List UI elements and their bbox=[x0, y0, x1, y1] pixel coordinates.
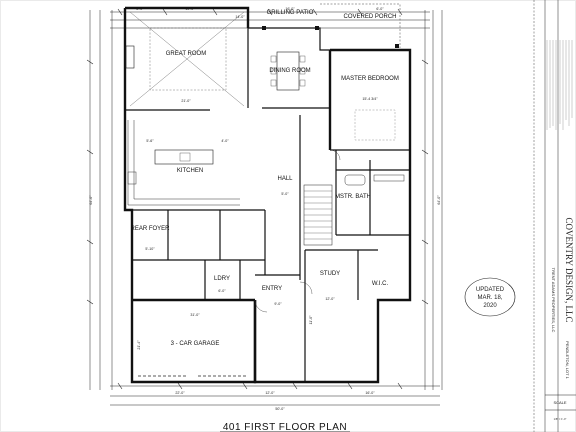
dim-entry-w: 9'-0" bbox=[274, 302, 282, 306]
scale-label: SCALE bbox=[553, 400, 566, 405]
copyright-notes bbox=[546, 40, 573, 130]
dim-mb-depth: 15'-4 3/4" bbox=[362, 97, 378, 101]
room-grilling-patio: GRILLING PATIO bbox=[267, 10, 314, 16]
dim-garage-w: 31'-0" bbox=[190, 313, 200, 317]
dim-foyer-w: 5'-10" bbox=[145, 247, 155, 251]
room-wic: W.I.C. bbox=[372, 281, 389, 287]
dim-bottom-a: 22'-0" bbox=[175, 391, 185, 395]
dim-study-w: 12'-0" bbox=[325, 297, 335, 301]
dim-right-total: 64'-0" bbox=[437, 195, 441, 205]
room-garage: 3 - CAR GARAGE bbox=[171, 341, 220, 347]
room-labels: GREAT ROOM DINING ROOM MASTER BEDROOM KI… bbox=[130, 10, 398, 347]
dining-table bbox=[276, 51, 300, 91]
title-block: COVENTRY DESIGN, LLC TRENT ADAMS PROPERT… bbox=[533, 0, 576, 432]
dim-bottom-b: 12'-0" bbox=[265, 391, 275, 395]
room-study: STUDY bbox=[320, 271, 340, 277]
fixtures bbox=[125, 11, 405, 377]
exterior-walls bbox=[123, 3, 412, 384]
room-master-bedroom: MASTER BEDROOM bbox=[341, 76, 399, 82]
room-great-room: GREAT ROOM bbox=[166, 51, 206, 57]
interior-dimensions: 21'-0" 15'-4 3/4" 5'-6" 4'-0" 5'-0" 31'-… bbox=[137, 97, 378, 350]
room-mstr-bath: MSTR. BATH bbox=[335, 194, 371, 200]
room-covered-porch: COVERED PORCH bbox=[343, 14, 396, 20]
room-entry: ENTRY bbox=[262, 286, 282, 292]
company-name: COVENTRY DESIGN, LLC bbox=[564, 218, 574, 323]
room-kitchen: KITCHEN bbox=[177, 168, 203, 174]
updated-line2: MAR. 18, bbox=[477, 295, 502, 301]
project-name: PENDLETON, LOT 1 bbox=[565, 341, 570, 379]
dim-left-total: 64'-0" bbox=[89, 195, 93, 205]
dim-top-c: 14'-0" bbox=[235, 15, 245, 19]
dim-kitchen-d: 4'-0" bbox=[221, 139, 229, 143]
dim-study-d: 11'-0" bbox=[309, 315, 313, 325]
dim-top-d: 16'-0" bbox=[285, 7, 295, 11]
room-rear-foyer: REAR FOYER bbox=[130, 226, 170, 232]
dim-top-e: 6'-0" bbox=[376, 7, 384, 11]
updated-line3: 2020 bbox=[483, 303, 497, 309]
dim-ldry-w: 6'-0" bbox=[218, 289, 226, 293]
updated-stamp: UPDATED MAR. 18, 2020 bbox=[464, 277, 516, 317]
dim-bottom-c: 16'-0" bbox=[365, 391, 375, 395]
interior-walls bbox=[125, 28, 410, 382]
client-name: TRENT ADAMS PROPERTIES, LLC bbox=[551, 268, 556, 333]
dim-hall-w: 5'-0" bbox=[281, 192, 289, 196]
dim-kitchen-w: 5'-6" bbox=[146, 139, 154, 143]
room-ldry: LDRY bbox=[214, 276, 230, 282]
dim-bottom-total: 50'-0" bbox=[275, 407, 285, 411]
updated-line1: UPDATED bbox=[476, 287, 505, 293]
kitchen-island bbox=[154, 149, 214, 165]
room-hall: HALL bbox=[277, 176, 293, 182]
room-dining-room: DINING ROOM bbox=[269, 68, 310, 74]
plan-title: 401 FIRST FLOOR PLAN bbox=[223, 422, 347, 432]
scale-value: 1/8" = 1'-0" bbox=[554, 417, 567, 421]
dim-gr-width: 21'-0" bbox=[181, 99, 191, 103]
dim-garage-d: 21'-4" bbox=[137, 340, 141, 350]
